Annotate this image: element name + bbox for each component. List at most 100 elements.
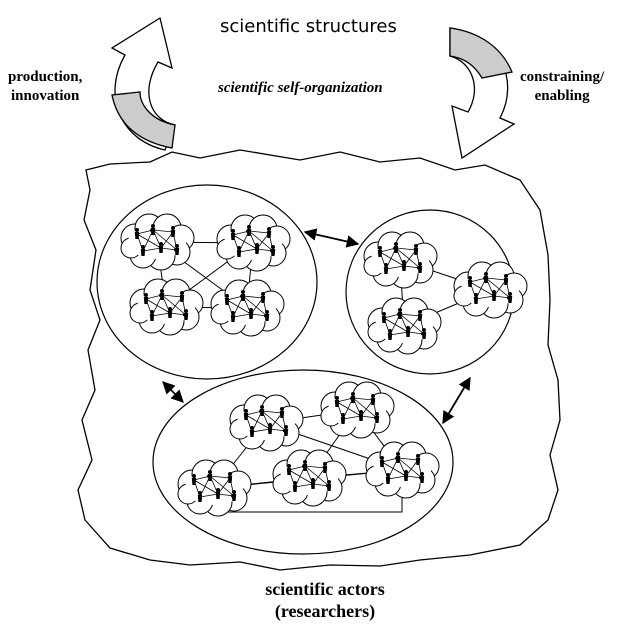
person-head: [249, 308, 253, 312]
person-icon: [417, 310, 423, 321]
actor-link-line: [193, 479, 219, 495]
person-icon: [183, 309, 189, 320]
person-head: [144, 293, 148, 297]
person-head: [327, 480, 331, 484]
person-icon: [279, 407, 285, 418]
person-icon: [270, 245, 276, 256]
actor-link-line: [152, 229, 178, 251]
person-head: [150, 310, 154, 314]
person-icon: [260, 292, 266, 303]
person-icon: [264, 310, 270, 321]
person-body: [383, 267, 389, 274]
person-icon: [283, 425, 289, 436]
person-body: [483, 276, 489, 283]
actor-link-line: [379, 247, 397, 253]
actor-link-line: [304, 465, 330, 487]
person-head: [208, 470, 212, 474]
actor-link-line: [248, 230, 274, 252]
actor-link-line: [493, 279, 507, 297]
diagram-title: scientific structures: [220, 16, 397, 37]
actor-link-line: [360, 415, 378, 420]
person-body: [183, 313, 189, 320]
actor-link-line: [381, 457, 399, 463]
person-head: [265, 310, 269, 314]
actor-link-line: [389, 331, 409, 336]
actor-link-line: [352, 397, 378, 419]
person-head: [247, 225, 251, 229]
actor-link-line: [407, 315, 421, 333]
person-body: [379, 460, 385, 467]
bottom-label-line-2: (researchers): [274, 601, 376, 621]
person-head: [484, 272, 488, 276]
person-body: [374, 416, 380, 423]
cloud-icon-left-2: [216, 214, 291, 272]
actor-link-line: [360, 399, 374, 417]
person-body: [279, 411, 285, 418]
person-head: [311, 478, 315, 482]
person-head: [504, 274, 508, 278]
person-icon: [259, 405, 265, 416]
person-icon: [236, 246, 242, 257]
actor-link-line: [245, 410, 263, 416]
person-body: [393, 246, 399, 253]
actor-link-line: [226, 295, 244, 301]
actor-link-line: [199, 493, 219, 498]
person-icon: [326, 480, 332, 491]
actor-link-line: [469, 277, 487, 283]
person-body: [264, 314, 270, 321]
actor-link-line: [145, 294, 163, 300]
person-icon: [143, 293, 149, 304]
person-icon: [385, 473, 391, 484]
person-icon: [246, 225, 252, 236]
person-body: [283, 429, 289, 436]
person-icon: [503, 274, 509, 285]
actor-link-line: [469, 281, 495, 297]
actor-link-line: [405, 475, 423, 480]
person-body: [167, 311, 173, 318]
person-body: [159, 293, 165, 300]
person-body: [326, 484, 332, 491]
actor-link-line: [251, 428, 271, 433]
person-icon: [243, 409, 249, 420]
person-body: [419, 476, 425, 483]
person-body: [249, 430, 255, 437]
actor-link-line: [407, 331, 425, 336]
person-head: [351, 392, 355, 396]
person-body: [387, 333, 393, 340]
person-icon: [415, 454, 421, 465]
cloud-icon-left-4: [210, 279, 285, 337]
person-icon: [403, 470, 409, 481]
person-icon: [140, 245, 146, 256]
actor-link-line: [160, 231, 174, 249]
person-icon: [240, 290, 246, 301]
actor-link-line: [242, 295, 264, 299]
person-icon: [227, 472, 233, 483]
person-head: [382, 312, 386, 316]
person-head: [492, 290, 496, 294]
person-head: [323, 462, 327, 466]
person-icon: [310, 478, 316, 489]
diagram-subtitle: scientific self-organization: [218, 80, 383, 96]
actor-link-line: [245, 414, 271, 430]
person-icon: [134, 228, 140, 239]
person-head: [231, 311, 235, 315]
actor-link-line: [399, 313, 421, 317]
actor-link-line: [226, 299, 252, 315]
person-head: [341, 413, 345, 417]
actor-link-line: [161, 294, 187, 316]
cloud-icon-bottom-3: [177, 459, 252, 517]
actor-link-line: [288, 469, 314, 485]
person-icon: [191, 474, 197, 485]
person-icon: [491, 290, 497, 301]
person-icon: [383, 263, 389, 274]
actor-link-line: [397, 457, 419, 461]
person-body: [302, 464, 308, 471]
actor-link-line: [136, 229, 154, 235]
person-icon: [215, 488, 221, 499]
person-body: [149, 314, 155, 321]
person-head: [141, 245, 145, 249]
person-icon: [230, 229, 236, 240]
person-icon: [179, 291, 185, 302]
person-body: [286, 468, 292, 475]
person-head: [335, 396, 339, 400]
